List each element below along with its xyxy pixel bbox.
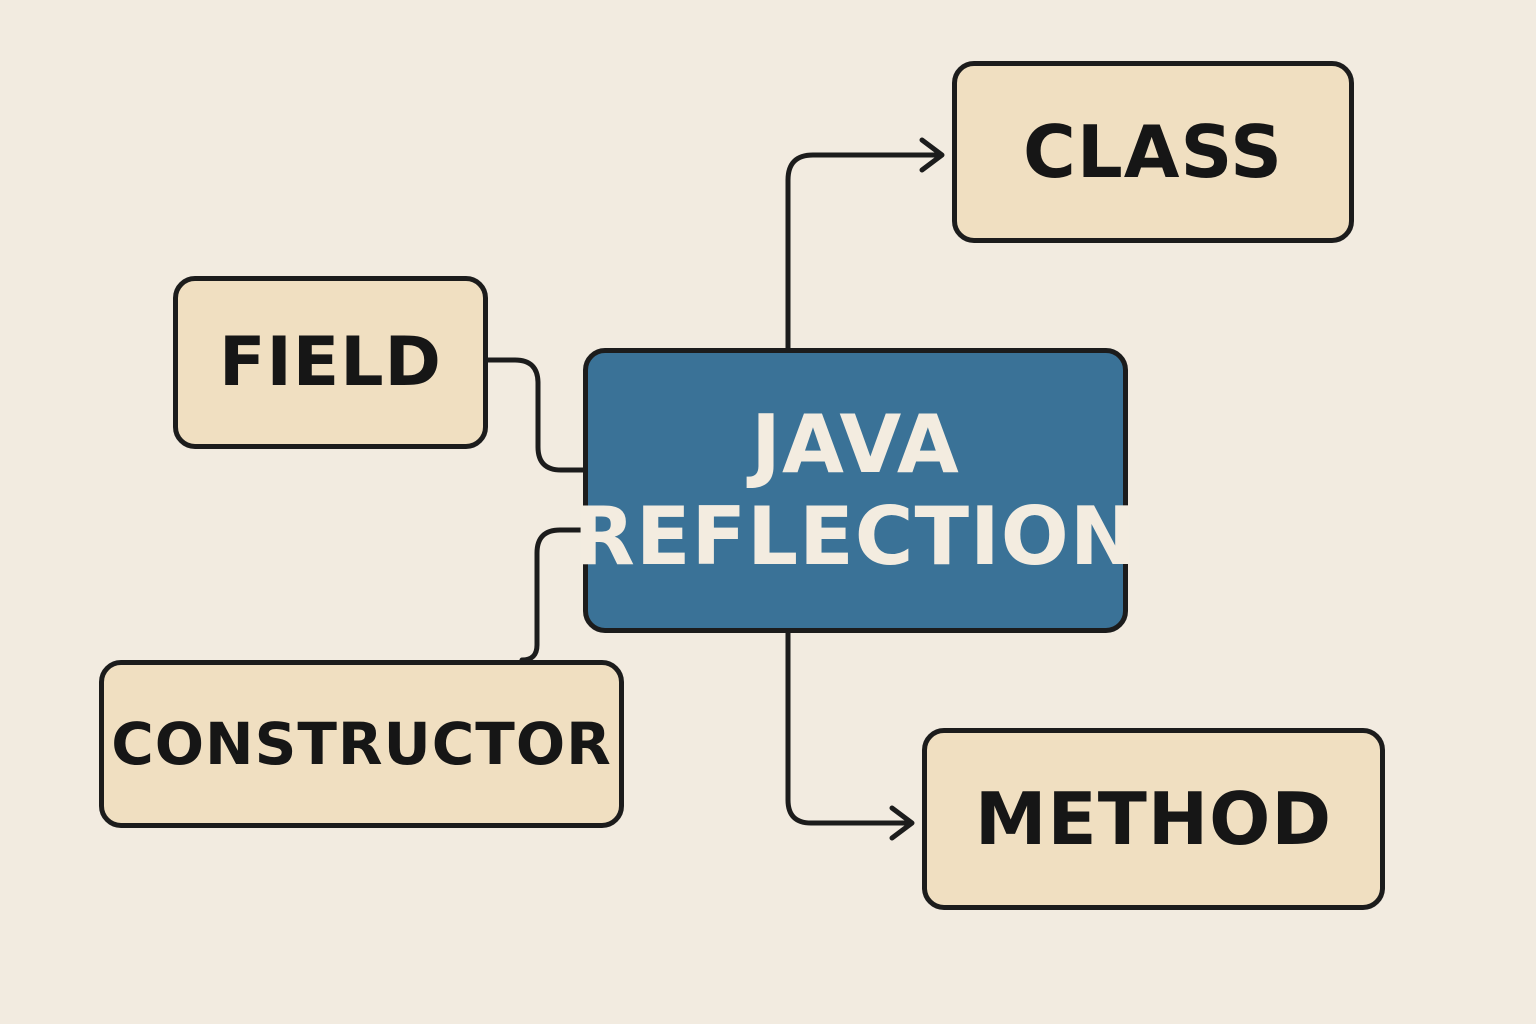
connector-class [785, 152, 943, 351]
center-title-line1: JAVA [751, 397, 960, 491]
java-reflection-node: JAVA REFLECTION [573, 348, 1137, 633]
arrowhead-class [919, 137, 945, 173]
class-node: CLASS [952, 61, 1354, 243]
connector-constructor [519, 527, 587, 663]
constructor-node: CONSTRUCTOR [99, 660, 624, 828]
method-label: METHOD [974, 777, 1333, 861]
connector-field [485, 357, 587, 473]
center-title-line2: REFLECTION [573, 489, 1138, 583]
constructor-label: CONSTRUCTOR [111, 710, 612, 778]
class-label: CLASS [1023, 110, 1283, 194]
connector-method [785, 629, 913, 826]
arrowhead-method [889, 805, 915, 841]
field-label: FIELD [219, 323, 442, 402]
method-node: METHOD [922, 728, 1385, 910]
field-node: FIELD [173, 276, 488, 449]
